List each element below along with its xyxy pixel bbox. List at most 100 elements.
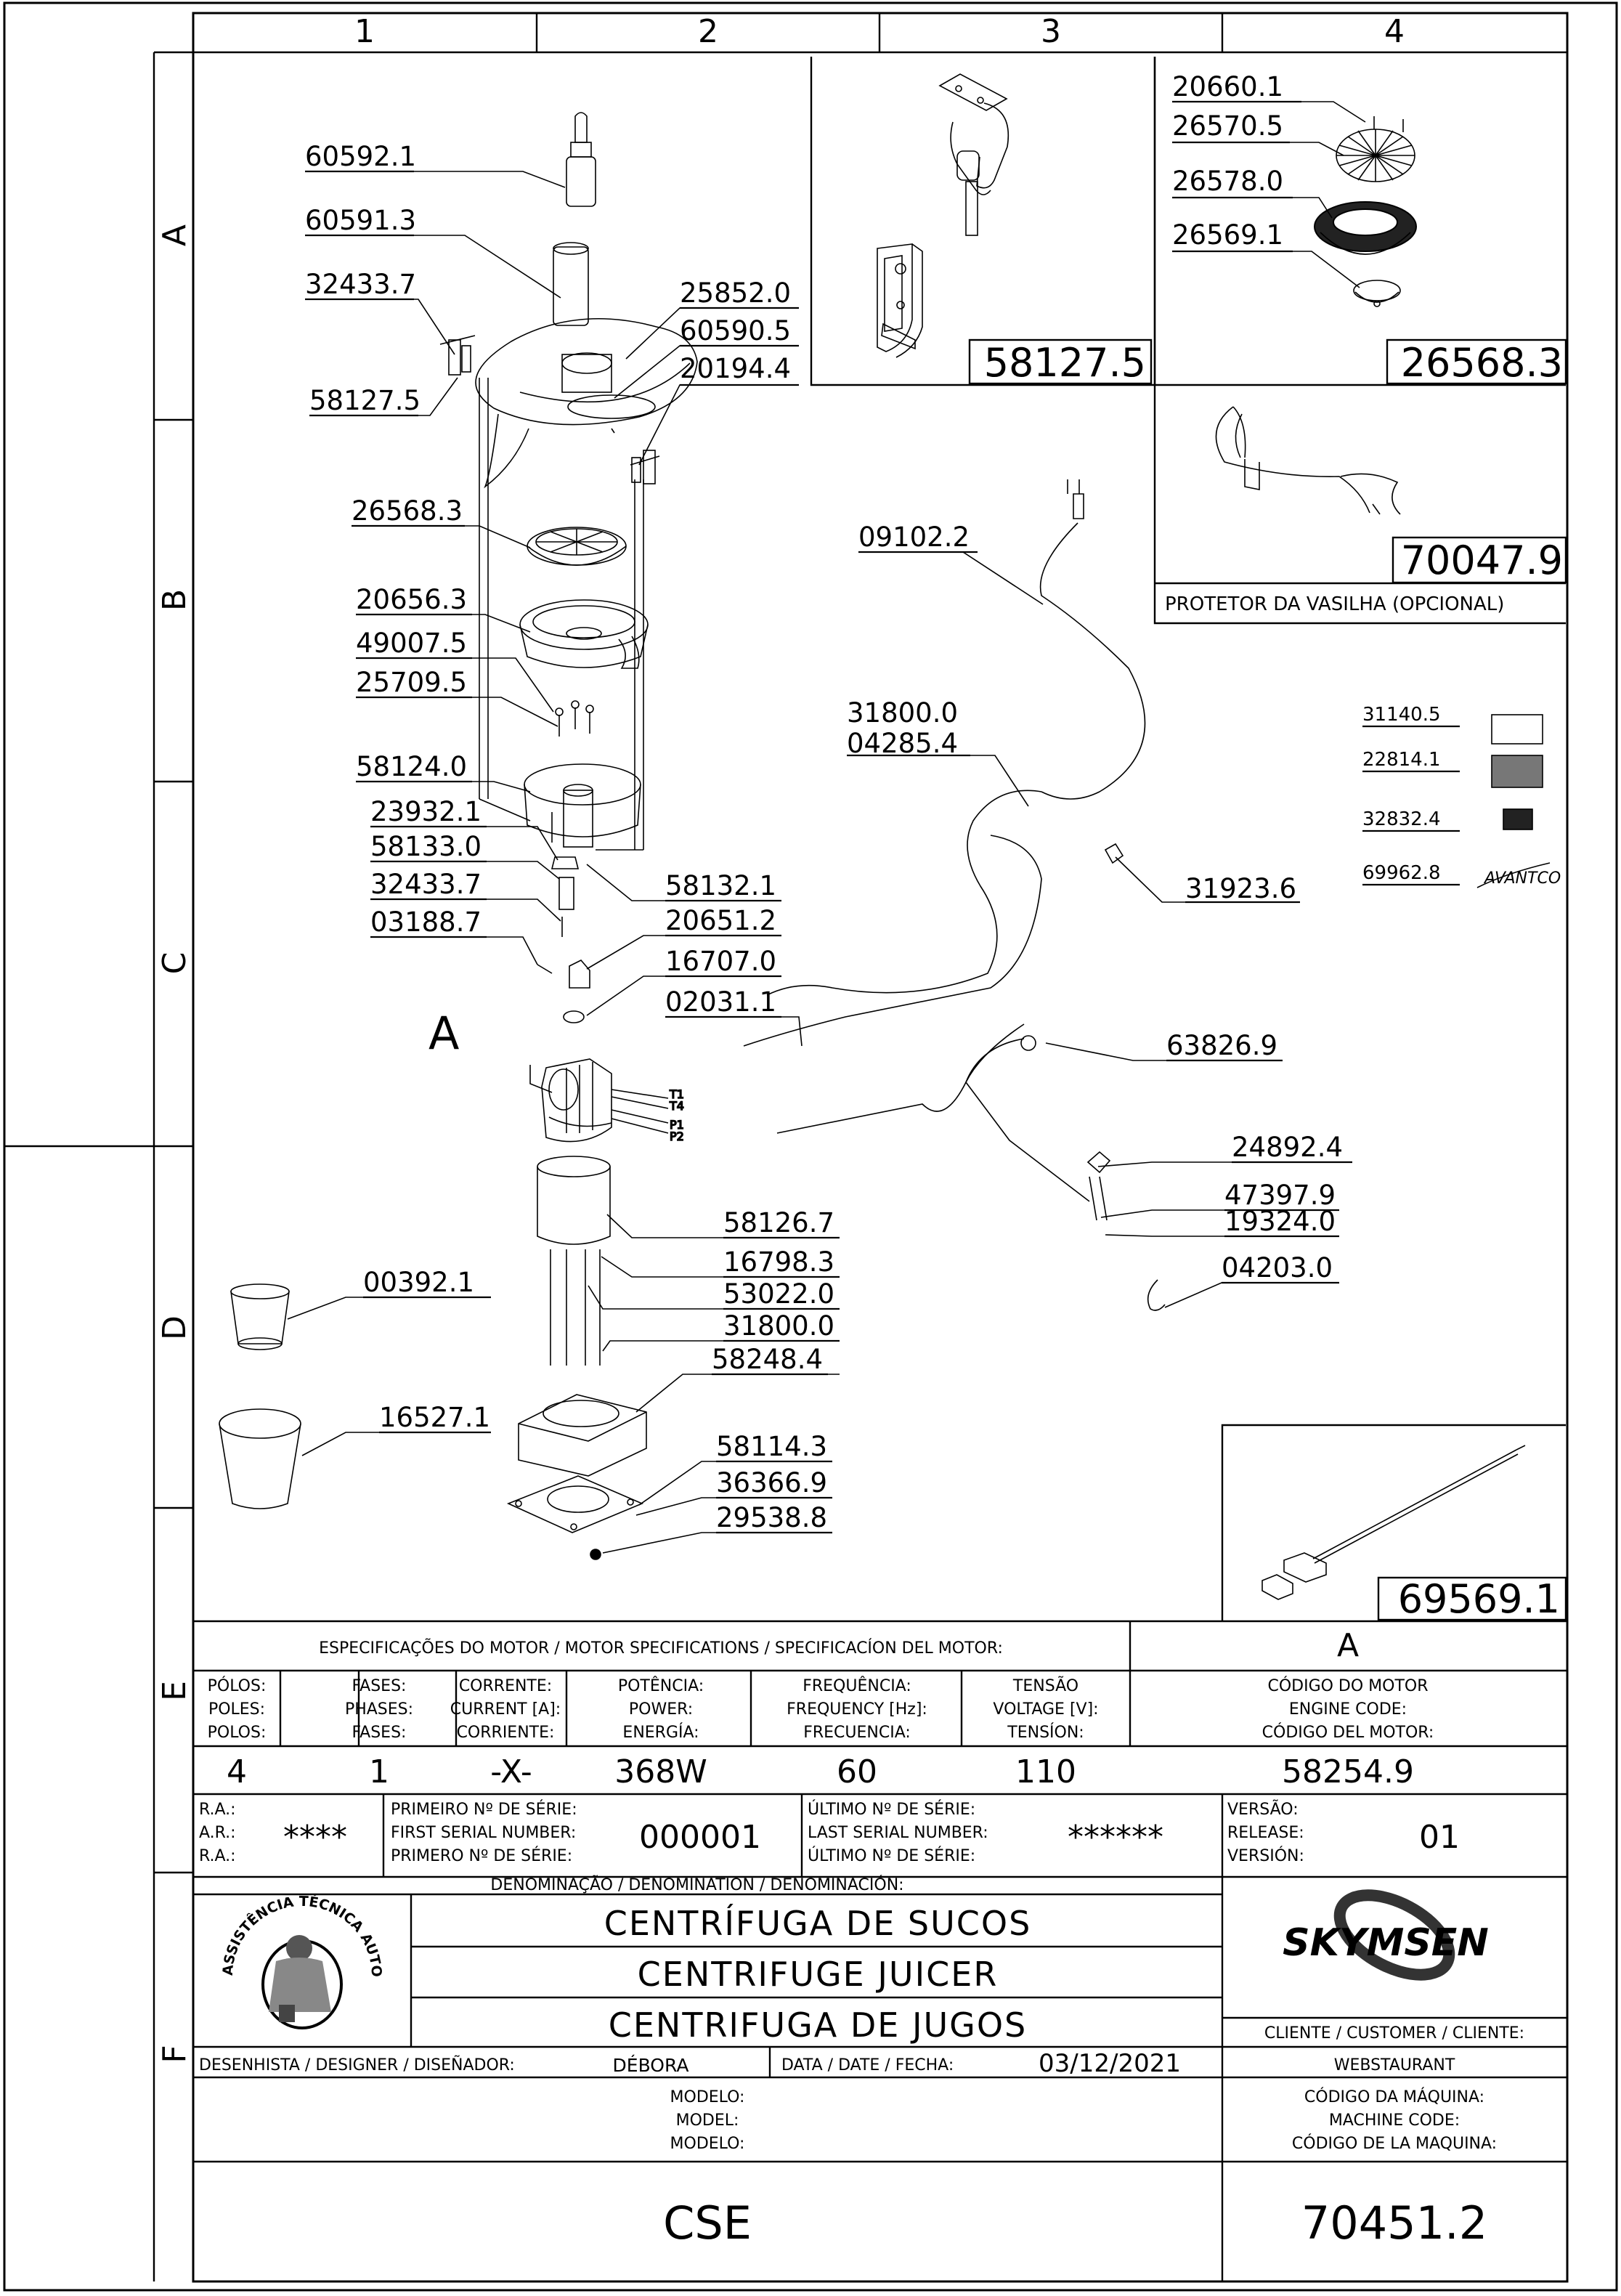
part-58124-0-label: 58124.0	[356, 751, 467, 782]
part-32433-7-bottom-label: 32433.7	[370, 869, 482, 900]
motor-spec-labels: PÓLOS: POLES: POLOS: FASES: PHASES: FASE…	[208, 1676, 1434, 1742]
guide-rods	[479, 378, 644, 851]
power-label-es: ENERGÍA:	[622, 1723, 699, 1742]
lid-drawing	[475, 318, 698, 489]
client-label: CLIENTE / CUSTOMER / CLIENTE:	[1264, 2024, 1524, 2043]
model-label-es: MODELO:	[670, 2135, 745, 2153]
power-value: 368W	[614, 1753, 707, 1790]
voltage-label-en: VOLTAGE [V]:	[993, 1700, 1098, 1719]
filter-drawing	[1314, 116, 1417, 307]
grid-col-2: 2	[698, 13, 718, 50]
machine-code-label-es: CÓDIGO DE LA MAQUINA:	[1292, 2134, 1497, 2153]
sieve-basket-drawing	[527, 527, 627, 566]
title-block-lines	[193, 1620, 1567, 2281]
frequency-value: 60	[837, 1753, 877, 1790]
part-20656-3-label: 20656.3	[356, 584, 467, 615]
avantco-logo-icon: AVANTCO	[1483, 869, 1561, 888]
part-26578-0-label: 26578.0	[1172, 166, 1283, 197]
first-serial-label-es: PRIMERO Nº DE SÉRIE:	[391, 1846, 572, 1865]
part-53022-0-label: 53022.0	[723, 1278, 834, 1310]
screws	[555, 700, 594, 737]
part-03188-7-label: 03188.7	[370, 906, 482, 938]
part-20660-1-label: 20660.1	[1172, 71, 1283, 102]
inset-guard-code: 70047.9	[1401, 538, 1563, 583]
grid-row-b: B	[156, 589, 193, 611]
part-58114-3-label: 58114.3	[716, 1431, 827, 1462]
poles-label-es: POLOS:	[208, 1724, 267, 1742]
motor-wire-p1: P1	[670, 1118, 684, 1132]
part-31140-5-label: 31140.5	[1362, 704, 1441, 726]
version-label-es: VERSIÓN:	[1227, 1846, 1304, 1865]
grid-row-d: D	[156, 1315, 193, 1340]
part-60592-1-label: 60592.1	[305, 141, 416, 172]
part-labels: 60592.1 60591.3 32433.7 58127.5 25852.0 …	[305, 71, 1343, 1533]
part-58126-7-label: 58126.7	[723, 1207, 834, 1238]
poles-label-pt: PÓLOS:	[208, 1676, 267, 1695]
part-36366-9-label: 36366.9	[716, 1467, 827, 1498]
frequency-label-es: FRECUENCIA:	[803, 1724, 911, 1742]
grid-col-3: 3	[1041, 13, 1061, 50]
date-value: 03/12/2021	[1039, 2049, 1181, 2078]
motor-wire-p2: P2	[670, 1129, 684, 1143]
motor-spec-values: 4 1 -X- 368W 60 110 58254.9	[227, 1753, 1414, 1790]
part-31800-0-bottom-label: 31800.0	[723, 1310, 834, 1342]
model-value: CSE	[663, 2196, 752, 2250]
part-25852-0-label: 25852.0	[680, 277, 791, 309]
part-69962-8-label: 69962.8	[1362, 862, 1441, 884]
model-labels: MODELO: MODEL: MODELO: CÓDIGO DA MÁQUINA…	[670, 2088, 1498, 2153]
base-plate-drawing	[506, 1475, 644, 1560]
part-26568-3-label: 26568.3	[352, 495, 463, 527]
part-16527-1-label: 16527.1	[379, 1402, 490, 1433]
part-31923-6-label: 31923.6	[1185, 873, 1296, 904]
phases-label-es: FASES:	[352, 1724, 407, 1742]
label-sticker-icon	[1491, 714, 1543, 745]
inset-filter: 26568.3	[1153, 57, 1567, 386]
phases-value: 1	[369, 1753, 389, 1790]
poles-label-en: POLES:	[208, 1700, 265, 1719]
ra-value: ****	[283, 1819, 347, 1856]
inset-guard: 70047.9 PROTETOR DA VASILHA (OPCIONAL)	[1153, 385, 1567, 625]
inset-guard-caption: PROTETOR DA VASILHA (OPCIONAL)	[1165, 593, 1504, 615]
warning-label-icon	[1491, 755, 1543, 788]
part-00392-1-label: 00392.1	[363, 1267, 474, 1298]
part-19324-0-label: 19324.0	[1224, 1206, 1336, 1237]
inset-rod-code: 69569.1	[1398, 1576, 1560, 1622]
machine-code-label-pt: CÓDIGO DA MÁQUINA:	[1304, 2088, 1484, 2106]
frequency-label-en: FREQUENCY [Hz]:	[787, 1700, 927, 1719]
grid-row-f: F	[156, 2045, 193, 2063]
part-04203-0-label: 04203.0	[1222, 1252, 1333, 1283]
part-09102-2-label: 09102.2	[858, 522, 970, 553]
part-20194-4-label: 20194.4	[680, 353, 791, 384]
part-20651-2-label: 20651.2	[665, 905, 776, 936]
last-serial-value: ******	[1068, 1819, 1163, 1856]
inset-rod: 69569.1	[1221, 1424, 1567, 1622]
bowl-drawing	[519, 599, 649, 669]
inset-latch-code: 58127.5	[984, 340, 1146, 386]
inset-filter-code: 26568.3	[1401, 340, 1563, 386]
grid-row-a: A	[156, 224, 193, 246]
current-label-es: CORRIENTE:	[457, 1724, 555, 1742]
part-31800-0-top-label: 31800.0	[847, 697, 958, 729]
engine-code-value: 58254.9	[1282, 1753, 1414, 1790]
rod-drawing	[1262, 1445, 1526, 1600]
product-name-es: CENTRIFUGA DE JUGOS	[609, 2005, 1027, 2045]
designer-value: DÉBORA	[613, 2055, 689, 2076]
model-label-en: MODEL:	[676, 2112, 739, 2130]
current-value: -X-	[490, 1753, 532, 1790]
first-serial-label-en: FIRST SERIAL NUMBER:	[391, 1824, 576, 1842]
sheet-frame	[3, 1, 1618, 2292]
housing-drawing	[524, 763, 641, 848]
ra-label-en: A.R.:	[199, 1824, 236, 1842]
part-23932-1-label: 23932.1	[370, 796, 482, 827]
wire-harness-drawing	[1020, 1035, 1111, 1221]
version-label-pt: VERSÃO:	[1227, 1799, 1299, 1819]
skymsen-logo-icon: SKYMSEN	[1283, 1889, 1489, 1981]
motor-wire-t4: T4	[669, 1099, 684, 1113]
part-58127-5-label: 58127.5	[309, 385, 421, 416]
side-latches	[439, 335, 660, 484]
date-label: DATA / DATE / FECHA:	[781, 2056, 954, 2074]
part-63826-9-label: 63826.9	[1166, 1030, 1277, 1061]
phases-label-en: PHASES:	[345, 1700, 413, 1719]
machine-code-value: 70451.2	[1301, 2196, 1487, 2250]
